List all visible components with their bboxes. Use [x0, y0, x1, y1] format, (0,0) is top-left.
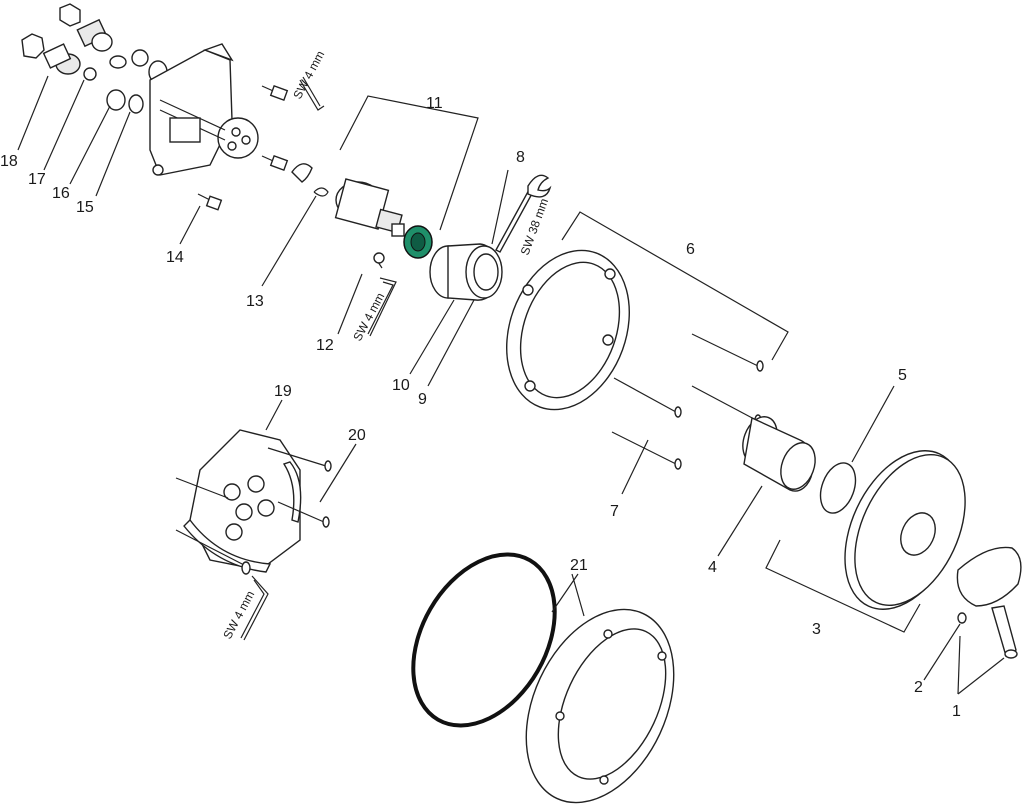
- clip-13: [291, 163, 329, 197]
- part-label-19: 19: [274, 383, 292, 400]
- fitting-17: [76, 18, 113, 81]
- o-ring-16: [106, 55, 127, 111]
- valve-body: [149, 43, 259, 176]
- part-label-10: 10: [392, 377, 410, 394]
- screw-14: [197, 193, 223, 211]
- part-label-6: 6: [686, 241, 695, 258]
- tool-label-sw4-bottom: SW 4 mm: [220, 588, 257, 641]
- screw-12: [373, 252, 385, 269]
- part-label-12: 12: [316, 337, 334, 354]
- part-label-20: 20: [348, 427, 366, 444]
- allen-key-19: [240, 575, 269, 641]
- tool-label-sw4-mid: SW 4 mm: [350, 290, 387, 343]
- screws-20: [175, 447, 332, 575]
- part-label-4: 4: [708, 559, 717, 576]
- bracket-3: [765, 539, 921, 633]
- screws-7: [611, 333, 764, 470]
- tool-label-sw4-top: SW 4 mm: [290, 48, 327, 101]
- screw-top: [261, 85, 289, 101]
- o-ring-21: [411, 552, 557, 728]
- part-label-7: 7: [610, 503, 619, 520]
- allen-key-12: [367, 277, 397, 337]
- grub-screw-2: [957, 612, 967, 624]
- extension-19: [183, 429, 302, 573]
- mounting-ring-21: [525, 608, 675, 804]
- part-label-1: 1: [952, 703, 961, 720]
- part-label-8: 8: [516, 149, 525, 166]
- part-label-5: 5: [898, 367, 907, 384]
- o-ring-5: [819, 462, 857, 514]
- part-label-16: 16: [52, 185, 70, 202]
- bracket-11: [339, 95, 479, 231]
- part-label-17: 17: [28, 171, 46, 188]
- leader-lines: [17, 75, 1005, 695]
- wrench-sw38: [495, 174, 552, 253]
- part-label-9: 9: [418, 391, 427, 408]
- part-label-13: 13: [246, 293, 264, 310]
- part-label-11: 11: [426, 95, 443, 112]
- plate-6: [506, 249, 630, 411]
- bracket-6: [561, 211, 789, 361]
- screw-mid: [261, 155, 289, 171]
- sleeve-4: [742, 416, 816, 492]
- part-label-18: 18: [0, 153, 18, 170]
- part-label-15: 15: [76, 199, 94, 216]
- part-label-2: 2: [914, 679, 923, 696]
- lever-1: [956, 546, 1022, 659]
- green-ring: [403, 225, 433, 259]
- part-label-3: 3: [812, 621, 821, 638]
- part-label-21: 21: [570, 557, 588, 574]
- fitting-18: [21, 3, 81, 75]
- part-label-14: 14: [166, 249, 184, 266]
- cartridge: [334, 178, 405, 237]
- sleeve-10: [429, 243, 503, 301]
- allen-key-top: [299, 76, 325, 111]
- rosette-3: [844, 450, 966, 610]
